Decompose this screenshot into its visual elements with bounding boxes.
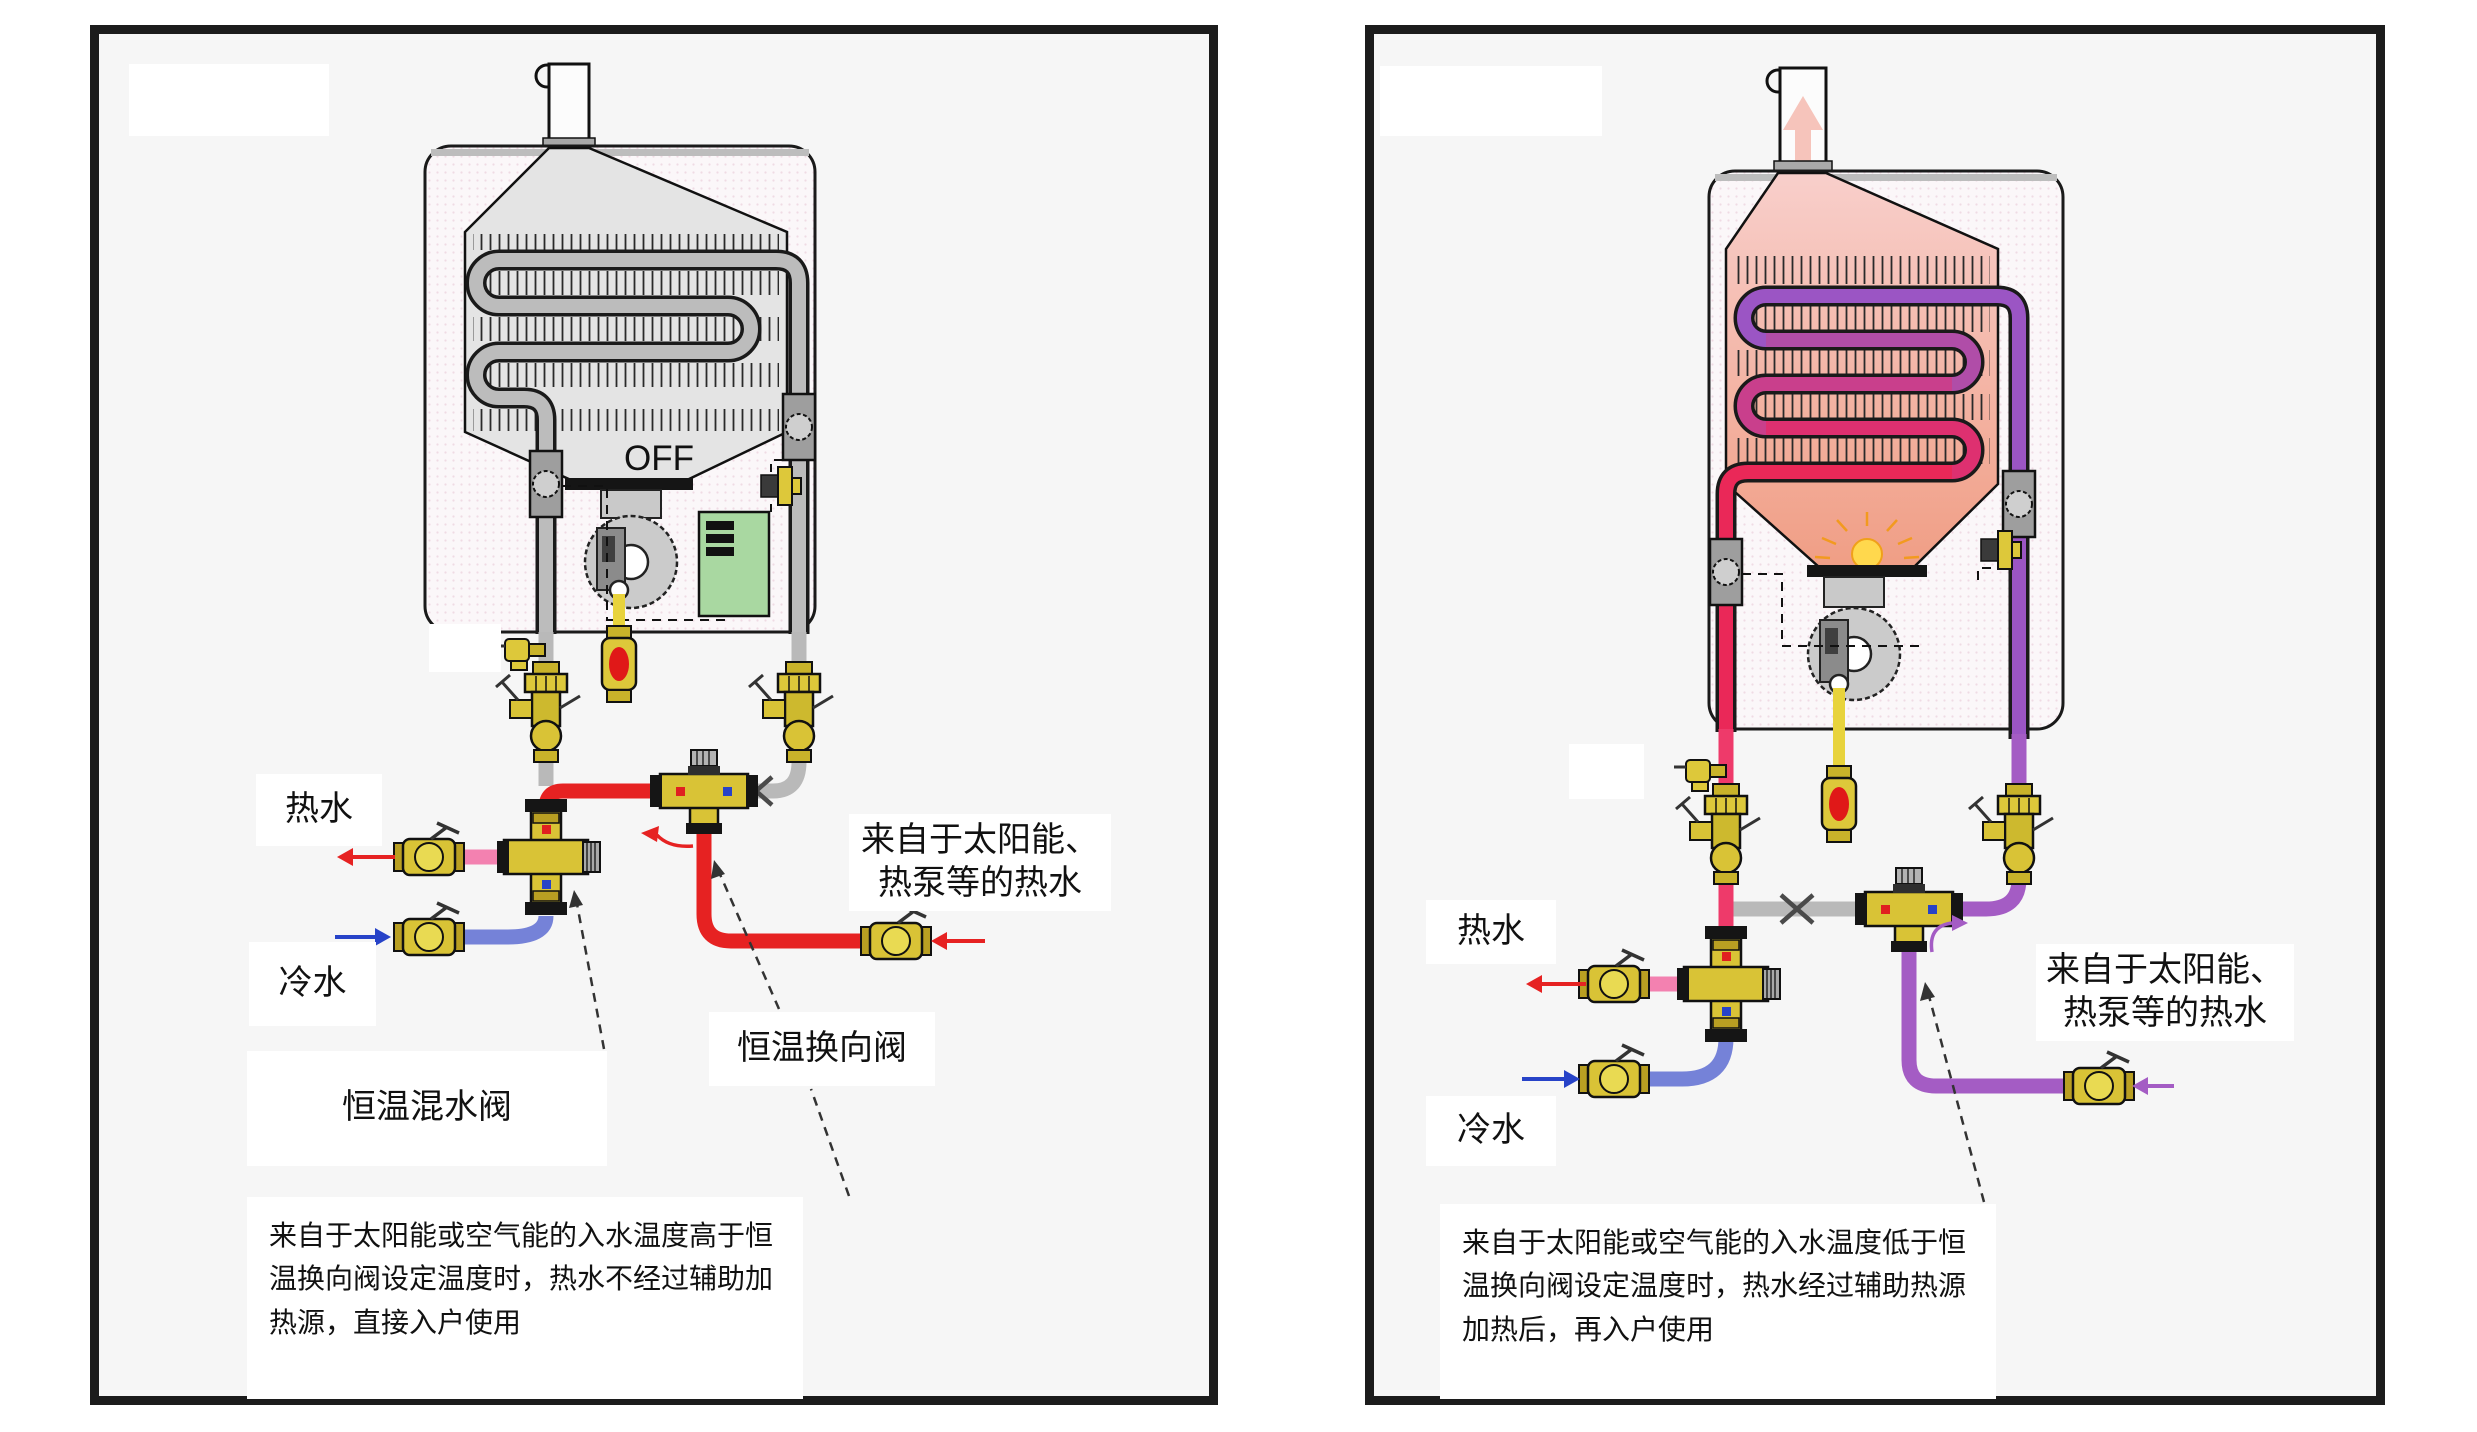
solar-supply-pipe: [1901, 950, 2072, 1094]
annotation-arrows: [1920, 982, 1986, 1203]
annotation-arrows: [569, 860, 851, 1197]
gas-valve: [1820, 764, 1858, 844]
temperature-sensor-outlet: [528, 449, 564, 519]
exhaust-arrow-icon: [1783, 96, 1823, 167]
outlet-shutoff-valve: [1674, 782, 1762, 886]
cold-in-pipe: [1642, 1037, 1734, 1087]
outlet-shutoff-valve: [494, 660, 582, 764]
cold-in-ball-valve: [392, 901, 466, 957]
burner-flame-icon: [1814, 512, 1920, 570]
hot-water-label: 热水: [1426, 900, 1556, 964]
heater-state-label: OFF: [624, 439, 694, 478]
solar-supply-pipe: [696, 825, 865, 949]
panel-heater-on: 热水 冷水 来自于太阳能、 热泵等的热水 来自于太阳能或空气能的入水温度低于恒温…: [1365, 25, 2385, 1405]
control-wiring: [1742, 567, 2007, 647]
hot-out-arrow: [337, 848, 395, 866]
hot-out-ball-valve: [392, 821, 466, 877]
inlet-shutoff-valve: [1967, 782, 2055, 886]
solar-source-label: 来自于太阳能、 热泵等的热水: [849, 814, 1111, 911]
thermostatic-diverter-valve: [648, 748, 760, 836]
blank-label-box: [429, 624, 501, 672]
temperature-sensor-outlet: [1708, 537, 1744, 607]
flue-pipe: [534, 62, 596, 150]
heat-exchanger-fins: [473, 234, 779, 250]
piping-diagram-on: [1522, 66, 2174, 1203]
thermostatic-diverter-valve: [1853, 866, 1965, 954]
cold-in-arrow: [335, 928, 391, 946]
cold-in-ball-valve: [1577, 1043, 1651, 1099]
cold-in-arrow: [1522, 1070, 1580, 1088]
water-heater-on: [1707, 169, 2065, 770]
solar-in-arrow: [931, 932, 985, 950]
heat-exchanger-fins: [1734, 256, 1990, 284]
cold-water-label: 冷水: [249, 942, 376, 1026]
panel-heater-off: OFF: [90, 25, 1218, 1405]
inlet-shutoff-valve: [747, 660, 835, 764]
burner-bar: [565, 478, 693, 490]
diverter-flow-arrow: [1929, 915, 1968, 953]
blank-label-box: [1380, 66, 1602, 136]
mixing-valve-label: 恒温混水阀: [247, 1051, 607, 1166]
blank-label-box: [129, 64, 329, 136]
diverter-flow-arrow: [641, 826, 694, 849]
fan-blower: [583, 514, 679, 610]
cold-water-label: 冷水: [1426, 1096, 1556, 1166]
blank-label-box: [1569, 744, 1644, 799]
hot-water-label: 热水: [256, 774, 382, 846]
control-board: [697, 510, 771, 618]
description-text: 来自于太阳能或空气能的入水温度高于恒温换向阀设定温度时，热水不经过辅助加热源，直…: [247, 1197, 803, 1399]
solar-in-ball-valve: [859, 905, 933, 961]
thermostatic-mixing-valve: [495, 797, 602, 917]
diverter-valve-label: 恒温换向阀: [709, 1012, 935, 1086]
piping-diagram-off: OFF: [335, 62, 985, 1197]
thermostatic-mixing-valve: [1675, 924, 1782, 1044]
description-text: 来自于太阳能或空气能的入水温度低于恒温换向阀设定温度时，热水经过辅助热源加热后，…: [1440, 1204, 1996, 1399]
burner-bar: [1807, 565, 1927, 577]
gas-valve: [600, 624, 638, 704]
heat-exchanger-coil: [1715, 285, 2030, 739]
solar-in-arrow: [2132, 1077, 2174, 1095]
temperature-sensor-inlet: [781, 392, 817, 462]
water-heater-off: OFF: [423, 144, 817, 634]
control-wiring: [562, 459, 799, 621]
solar-source-label: 来自于太阳能、 热泵等的热水: [2036, 944, 2294, 1041]
heat-exchanger-coil: [465, 249, 810, 634]
temperature-sensor-inlet: [2001, 469, 2037, 539]
flue-pipe: [1765, 66, 1833, 173]
hot-out-arrow: [1526, 975, 1586, 993]
fan-blower: [1806, 606, 1902, 702]
hot-out-ball-valve: [1577, 948, 1651, 1004]
cold-in-pipe: [455, 915, 554, 945]
solar-in-ball-valve: [2062, 1050, 2136, 1106]
